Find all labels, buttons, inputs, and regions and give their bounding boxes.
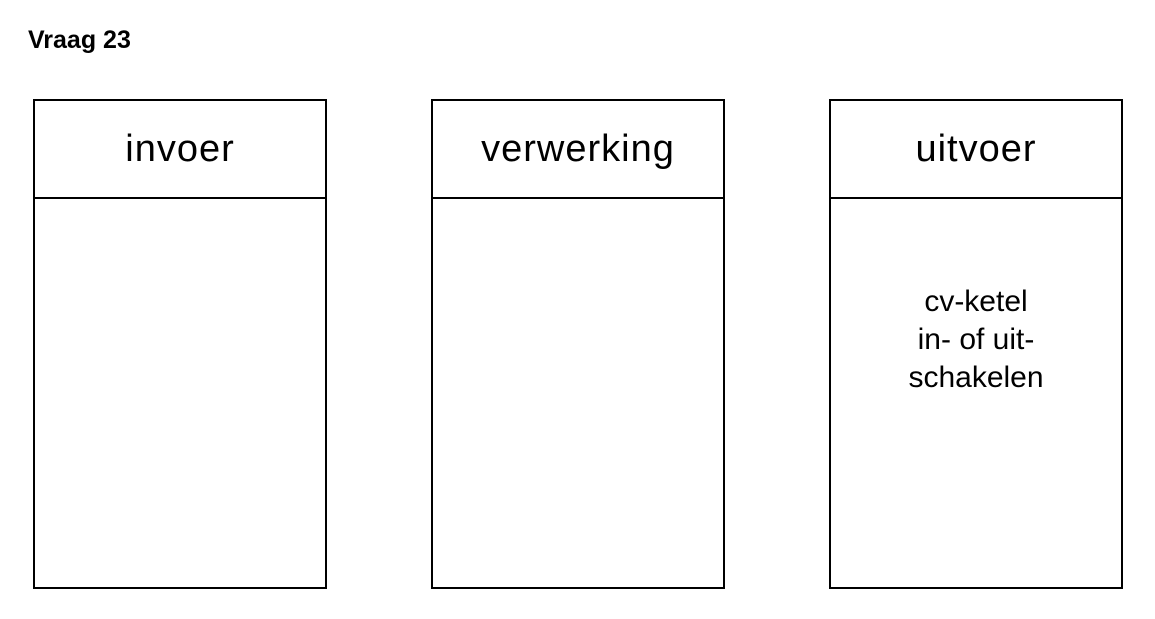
invoer-body[interactable] (35, 199, 325, 587)
verwerking-box: verwerking (431, 99, 725, 589)
verwerking-body[interactable] (433, 199, 723, 587)
uitvoer-text-line-1: cv-ketel (924, 285, 1028, 318)
uitvoer-text: cv-ketel in- of uit- schakelen (831, 283, 1121, 397)
uitvoer-text-line-2: in- of uit- (917, 323, 1035, 356)
uitvoer-header: uitvoer (831, 101, 1121, 199)
invoer-header: invoer (35, 101, 325, 199)
question-title: Vraag 23 (28, 26, 131, 54)
invoer-box: invoer (33, 99, 327, 589)
uitvoer-box: uitvoer cv-ketel in- of uit- schakelen (829, 99, 1123, 589)
verwerking-header: verwerking (433, 101, 723, 199)
uitvoer-text-line-3: schakelen (908, 361, 1044, 394)
uitvoer-body: cv-ketel in- of uit- schakelen (831, 199, 1121, 587)
